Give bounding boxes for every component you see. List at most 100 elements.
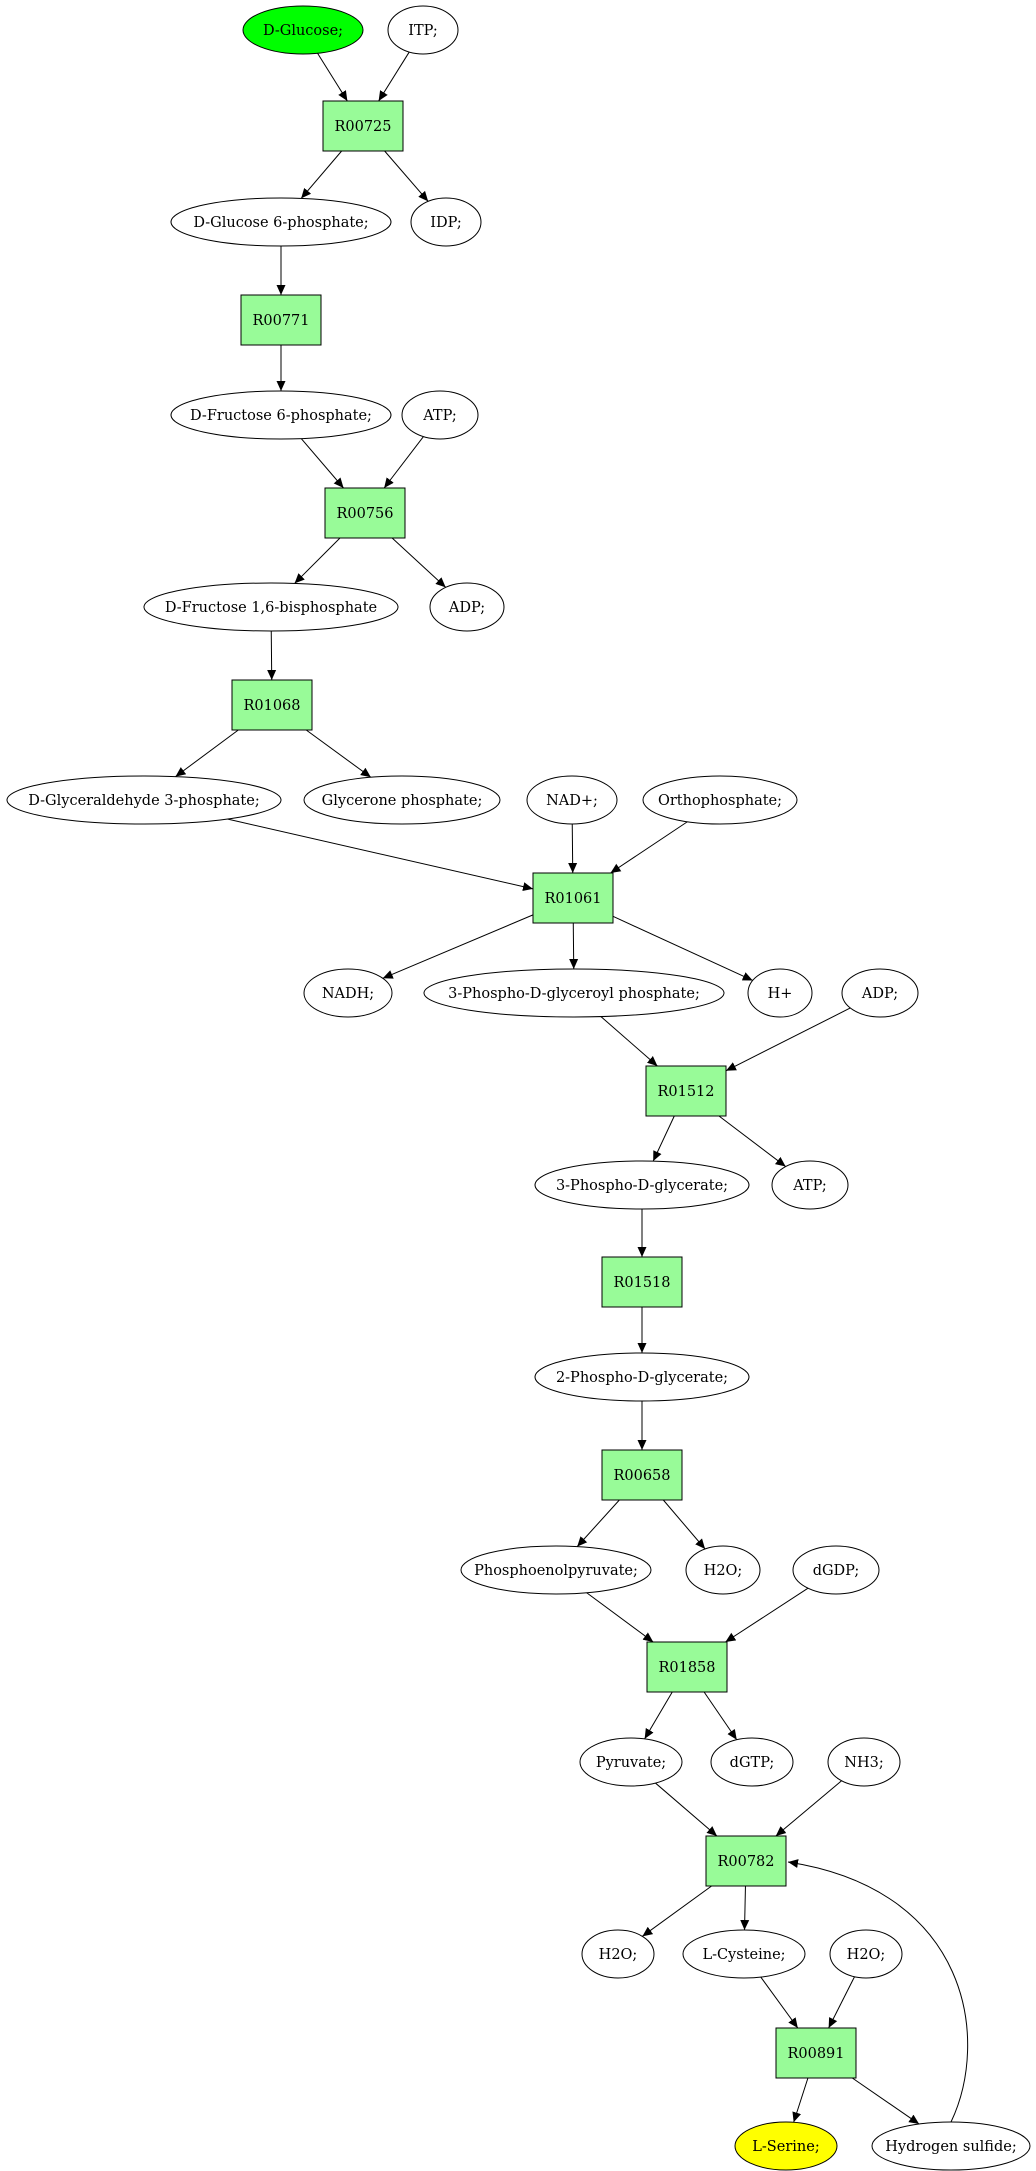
edge-itp-to-r00725 — [378, 51, 410, 102]
reaction-node-r01068[interactable]: R01068 — [231, 679, 313, 731]
reaction-node-r00725[interactable]: R00725 — [322, 100, 404, 152]
metabolite-node-phosphoenolpyruvate[interactable]: Phosphoenolpyruvate; — [460, 1545, 652, 1595]
metabolite-label: Hydrogen sulfide; — [885, 2139, 1016, 2155]
edge-adp-2-to-r01512 — [725, 1007, 851, 1072]
metabolite-label: D-Fructose 1,6-bisphosphate — [165, 600, 377, 616]
metabolite-node-d-glucose[interactable]: D-Glucose; — [242, 5, 364, 55]
metabolite-node-l-serine[interactable]: L-Serine; — [734, 2121, 838, 2171]
edge-r01512-to-atp-2 — [718, 1115, 786, 1167]
edge-r00658-to-h2o-1 — [662, 1499, 706, 1550]
metabolite-label: ATP; — [422, 408, 456, 424]
metabolite-label: H2O; — [599, 1947, 638, 1963]
metabolite-ellipse — [792, 1545, 880, 1595]
metabolite-label: D-Glucose; — [263, 23, 343, 39]
metabolite-node-adp-1[interactable]: ADP; — [429, 582, 505, 632]
metabolite-node-d-glyceraldehyde-3-phosphate[interactable]: D-Glyceraldehyde 3-phosphate; — [6, 775, 282, 825]
metabolite-ellipse — [710, 1737, 794, 1787]
metabolite-node-h2o-1[interactable]: H2O; — [685, 1545, 761, 1595]
reaction-box — [645, 1065, 727, 1117]
metabolite-label: Phosphoenolpyruvate; — [474, 1563, 638, 1579]
metabolite-node-nh3[interactable]: NH3; — [827, 1737, 901, 1787]
reaction-label: R01068 — [243, 698, 300, 714]
metabolite-label: 2-Phospho-D-glycerate; — [556, 1370, 728, 1386]
edge-r01858-to-pyruvate — [644, 1691, 673, 1740]
reaction-box — [240, 294, 322, 346]
metabolite-ellipse — [734, 2121, 838, 2171]
metabolite-ellipse — [6, 775, 282, 825]
metabolite-label: 3-Phospho-D-glyceroyl phosphate; — [448, 986, 700, 1002]
reaction-label: R00782 — [717, 1854, 774, 1870]
reaction-node-r01858[interactable]: R01858 — [646, 1641, 728, 1693]
metabolite-node-h-plus[interactable]: H+ — [747, 968, 813, 1018]
edge-d-glyceraldehyde-3-phosphate-to-r01061 — [227, 818, 534, 892]
metabolite-node-itp[interactable]: ITP; — [387, 5, 459, 55]
metabolite-label: dGDP; — [813, 1563, 860, 1579]
metabolite-label: Orthophosphate; — [658, 793, 782, 809]
metabolite-node-dgdp[interactable]: dGDP; — [792, 1545, 880, 1595]
metabolite-ellipse — [401, 390, 479, 440]
metabolite-node-3-phospho-d-glycerate[interactable]: 3-Phospho-D-glycerate; — [534, 1160, 750, 1210]
edge-r00725-to-idp — [384, 150, 429, 202]
reaction-box — [322, 100, 404, 152]
reaction-box — [601, 1256, 683, 1308]
metabolite-ellipse — [534, 1160, 750, 1210]
metabolite-ellipse — [771, 1160, 849, 1210]
metabolite-label: NH3; — [844, 1755, 883, 1771]
edge-phosphoenolpyruvate-to-r01858 — [586, 1592, 654, 1643]
metabolite-node-d-glucose-6-phosphate[interactable]: D-Glucose 6-phosphate; — [170, 197, 392, 247]
metabolite-node-idp[interactable]: IDP; — [410, 197, 482, 247]
edge-d-fructose-1-6-bisphosphate-to-r01068 — [267, 630, 277, 681]
metabolite-ellipse — [460, 1545, 652, 1595]
metabolite-ellipse — [429, 582, 505, 632]
metabolite-ellipse — [579, 1737, 683, 1787]
reaction-node-r01061[interactable]: R01061 — [532, 872, 614, 924]
metabolite-node-orthophosphate[interactable]: Orthophosphate; — [642, 775, 798, 825]
reaction-node-r00782[interactable]: R00782 — [705, 1835, 787, 1887]
metabolite-node-nadh[interactable]: NADH; — [303, 968, 393, 1018]
reaction-node-r01518[interactable]: R01518 — [601, 1256, 683, 1308]
edge-d-fructose-6-phosphate-to-r00756 — [300, 438, 344, 489]
metabolite-ellipse — [410, 197, 482, 247]
metabolite-node-atp-2[interactable]: ATP; — [771, 1160, 849, 1210]
metabolite-label: ATP; — [792, 1178, 826, 1194]
metabolite-node-glycerone-phosphate[interactable]: Glycerone phosphate; — [303, 775, 501, 825]
metabolite-node-h2o-3[interactable]: H2O; — [829, 1929, 903, 1979]
metabolite-label: dGTP; — [730, 1755, 775, 1771]
reaction-node-r00891[interactable]: R00891 — [775, 2027, 857, 2079]
metabolite-node-adp-2[interactable]: ADP; — [841, 968, 919, 1018]
metabolite-ellipse — [747, 968, 813, 1018]
reaction-node-r00658[interactable]: R00658 — [601, 1449, 683, 1501]
metabolite-node-dgtp[interactable]: dGTP; — [710, 1737, 794, 1787]
metabolite-node-hydrogen-sulfide[interactable]: Hydrogen sulfide; — [871, 2121, 1031, 2171]
reaction-label: R01858 — [658, 1660, 715, 1676]
metabolite-ellipse — [682, 1929, 806, 1979]
metabolite-node-d-fructose-1-6-bisphosphate[interactable]: D-Fructose 1,6-bisphosphate — [143, 582, 399, 632]
metabolite-node-h2o-2[interactable]: H2O; — [581, 1929, 655, 1979]
edge-nh3-to-r00782 — [775, 1780, 842, 1837]
edge-r01858-to-dgtp — [703, 1691, 738, 1741]
reaction-label: R00891 — [787, 2046, 844, 2062]
metabolite-ellipse — [242, 5, 364, 55]
metabolite-node-atp-1[interactable]: ATP; — [401, 390, 479, 440]
metabolite-ellipse — [170, 390, 392, 440]
metabolite-ellipse — [526, 775, 618, 825]
edge-3-phospho-d-glyceroyl-phosphate-to-r01512 — [600, 1016, 658, 1067]
metabolite-node-nad-plus[interactable]: NAD+; — [526, 775, 618, 825]
metabolite-node-d-fructose-6-phosphate[interactable]: D-Fructose 6-phosphate; — [170, 390, 392, 440]
reaction-node-r00756[interactable]: R00756 — [324, 487, 406, 539]
metabolite-label: D-Glyceraldehyde 3-phosphate; — [28, 793, 259, 809]
metabolite-node-pyruvate[interactable]: Pyruvate; — [579, 1737, 683, 1787]
metabolite-label: NADH; — [322, 986, 374, 1002]
edge-nad-plus-to-r01061 — [568, 823, 578, 874]
reaction-node-r00771[interactable]: R00771 — [240, 294, 322, 346]
edge-atp-1-to-r00756 — [383, 436, 424, 489]
metabolite-node-l-cysteine[interactable]: L-Cysteine; — [682, 1929, 806, 1979]
metabolite-label: ADP; — [448, 600, 485, 616]
metabolite-node-2-phospho-d-glycerate[interactable]: 2-Phospho-D-glycerate; — [534, 1352, 750, 1402]
reaction-node-r01512[interactable]: R01512 — [645, 1065, 727, 1117]
edge-r00658-to-phosphoenolpyruvate — [576, 1499, 620, 1547]
edge-r00891-to-hydrogen-sulfide — [852, 2077, 920, 2125]
edge-l-cysteine-to-r00891 — [760, 1976, 799, 2029]
metabolite-node-3-phospho-d-glyceroyl-phosphate[interactable]: 3-Phospho-D-glyceroyl phosphate; — [423, 968, 725, 1018]
